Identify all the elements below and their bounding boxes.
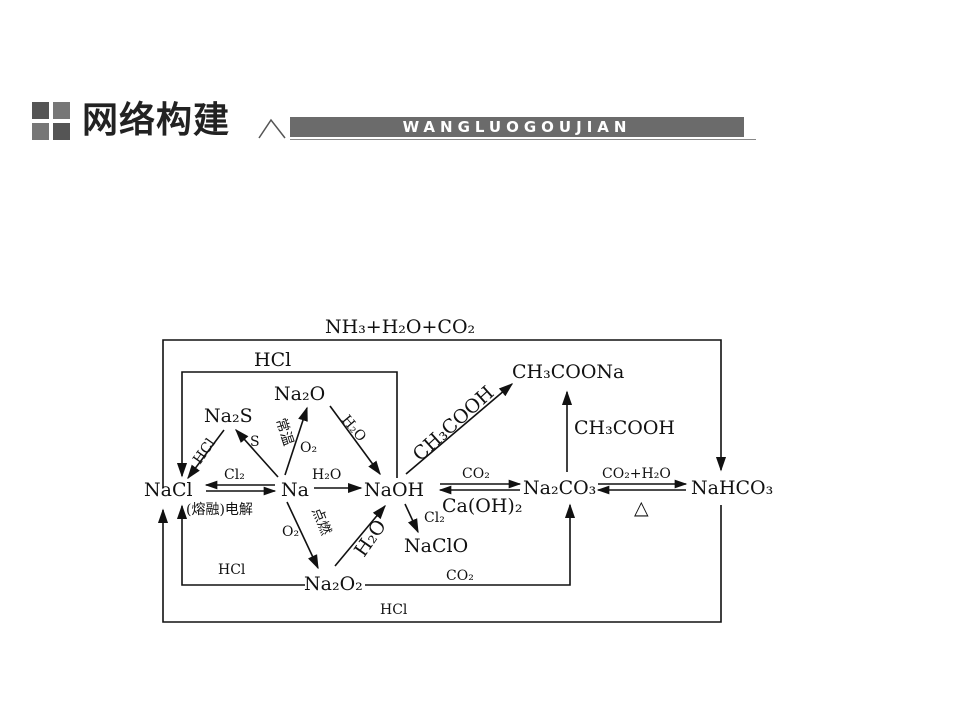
node-nahco3: NaHCO₃ <box>691 477 773 499</box>
arrow-hcl-top <box>176 371 398 478</box>
node-na2o: Na₂O <box>274 383 325 405</box>
header-logo-icon <box>32 102 72 142</box>
arrow-na2s-to-nacl <box>187 429 225 480</box>
label-hcl-bottom-left: HCl <box>218 562 246 578</box>
node-na: Na <box>281 479 309 501</box>
label-electrolysis: (熔融)电解 <box>186 502 253 518</box>
arrow-naoh-to-naclo <box>404 503 419 534</box>
header-caret-icon <box>258 118 286 139</box>
label-h2o-na2o2: H₂O <box>350 516 391 561</box>
header-title: 网络构建 <box>82 100 231 141</box>
arrow-na-to-na2s <box>235 428 279 478</box>
label-co2-h2o: CO₂+H₂O <box>602 466 671 482</box>
label-o2-lower: O₂ <box>282 524 299 540</box>
header-rule <box>290 139 756 140</box>
arrow-naoh-to-ch3coona <box>405 383 514 475</box>
label-co2-bottom: CO₂ <box>446 568 474 584</box>
node-ch3coona: CH₃COONa <box>512 361 624 383</box>
arrow-outer-top-loop <box>162 339 727 488</box>
node-na2o2: Na₂O₂ <box>304 573 363 595</box>
arrow-na2o2-to-na2co3 <box>365 503 576 586</box>
node-na2s: Na₂S <box>204 405 253 427</box>
label-caoh2: Ca(OH)₂ <box>442 495 522 517</box>
arrow-na2o2-to-naoh <box>334 504 386 567</box>
label-ch3cooh-vert: CH₃COOH <box>574 417 675 439</box>
label-h2o-na2o: H₂O <box>338 412 369 445</box>
label-hcl-outer: HCl <box>380 602 408 618</box>
label-hcl-top: HCl <box>254 349 291 371</box>
arrow-na2o2-to-nacl <box>176 504 305 586</box>
label-co2-naoh: CO₂ <box>462 466 490 482</box>
arrow-na2o-to-naoh <box>329 405 381 476</box>
node-naclo: NaClO <box>404 535 468 557</box>
label-top-loop: NH₃+H₂O+CO₂ <box>325 316 475 338</box>
label-hcl-na2s: HCl <box>190 435 219 467</box>
label-h2o-na: H₂O <box>312 467 341 483</box>
arrow-outer-bottom-hcl <box>157 505 722 623</box>
node-nacl: NaCl <box>144 479 193 501</box>
label-cl2-naclo: Cl₂ <box>424 510 445 526</box>
arrow-na-to-na2o <box>284 406 308 476</box>
arrow-na-to-na2o2 <box>286 501 319 570</box>
label-o2-upper: O₂ <box>300 440 317 456</box>
header-subtitle: WANGLUOGOUJIAN <box>290 117 744 137</box>
label-s-reagent: S <box>250 434 260 450</box>
node-na2co3: Na₂CO₃ <box>523 477 596 499</box>
label-changwen: 常温 <box>272 416 296 448</box>
section-header: 网络构建 WANGLUOGOUJIAN <box>32 96 762 146</box>
label-cl2-to-nacl: Cl₂ <box>224 467 245 483</box>
label-dianran: 点燃 <box>308 505 334 537</box>
label-delta: △ <box>634 497 649 519</box>
label-ch3cooh-diag: CH₃COOH <box>409 382 499 466</box>
node-naoh: NaOH <box>364 479 424 501</box>
